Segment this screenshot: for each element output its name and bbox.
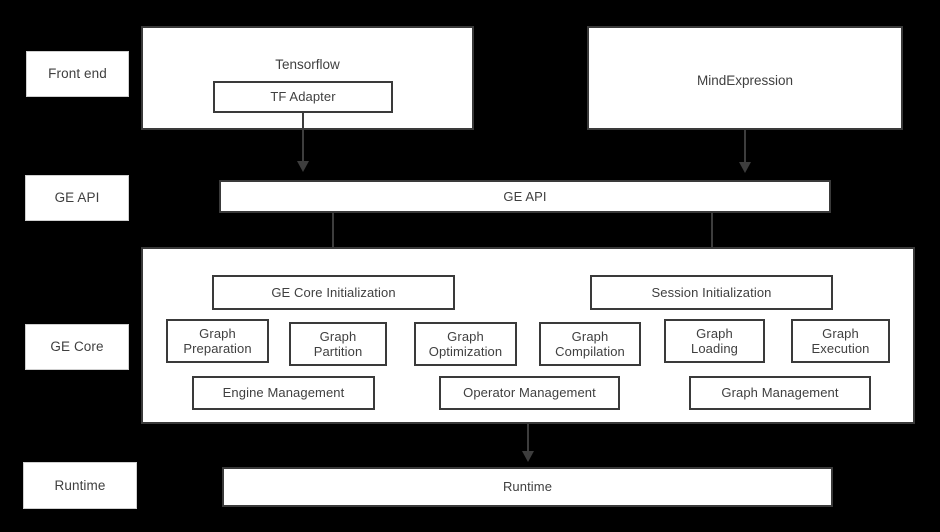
stage-label-front-end-text: Front end — [48, 66, 107, 82]
tensorflow-title: Tensorflow — [275, 57, 340, 72]
stage-label-runtime-text: Runtime — [54, 477, 106, 493]
connector-geapi-to-sessioninit — [711, 213, 713, 264]
session-initialization-box[interactable]: Session Initialization — [590, 275, 833, 310]
arrowhead-gecore-to-runtime — [522, 451, 534, 462]
arrowhead-tfadapter-to-geapi — [297, 161, 309, 172]
connector-tfadapter-to-geapi — [302, 113, 304, 167]
ge-api-bar-label: GE API — [503, 188, 547, 204]
connector-mindexpression-to-geapi — [744, 130, 746, 168]
ge-core-initialization-box[interactable]: GE Core Initialization — [212, 275, 455, 310]
stage-label-front-end: Front end — [26, 51, 129, 97]
connector-gecore-to-runtime — [527, 424, 529, 457]
stage-label-ge-api: GE API — [25, 175, 129, 221]
stage-label-ge-core-text: GE Core — [50, 339, 104, 355]
tensorflow-panel: Tensorflow — [141, 26, 474, 130]
tf-adapter-box[interactable]: TF Adapter — [213, 81, 393, 113]
stage-label-ge-core: GE Core — [25, 324, 129, 370]
management-graph[interactable]: Graph Management — [689, 376, 871, 410]
arrowhead-mindexpression-to-geapi — [739, 162, 751, 173]
management-operator-label: Operator Management — [463, 385, 596, 401]
mindexpression-panel: MindExpression — [587, 26, 903, 130]
management-operator[interactable]: Operator Management — [439, 376, 620, 410]
management-engine[interactable]: Engine Management — [192, 376, 375, 410]
stage-label-runtime: Runtime — [23, 462, 137, 509]
session-initialization-label: Session Initialization — [651, 284, 772, 300]
stage-label-ge-api-text: GE API — [54, 190, 100, 206]
management-engine-label: Engine Management — [222, 385, 345, 401]
ge-api-bar[interactable]: GE API — [219, 180, 831, 213]
ge-core-initialization-label: GE Core Initialization — [271, 284, 396, 300]
management-graph-label: Graph Management — [721, 385, 839, 401]
runtime-bar-label: Runtime — [502, 479, 553, 495]
connector-geapi-to-gecoreinit — [332, 213, 334, 264]
tf-adapter-label: TF Adapter — [270, 89, 336, 105]
runtime-bar[interactable]: Runtime — [222, 467, 833, 507]
mindexpression-title: MindExpression — [696, 73, 794, 88]
